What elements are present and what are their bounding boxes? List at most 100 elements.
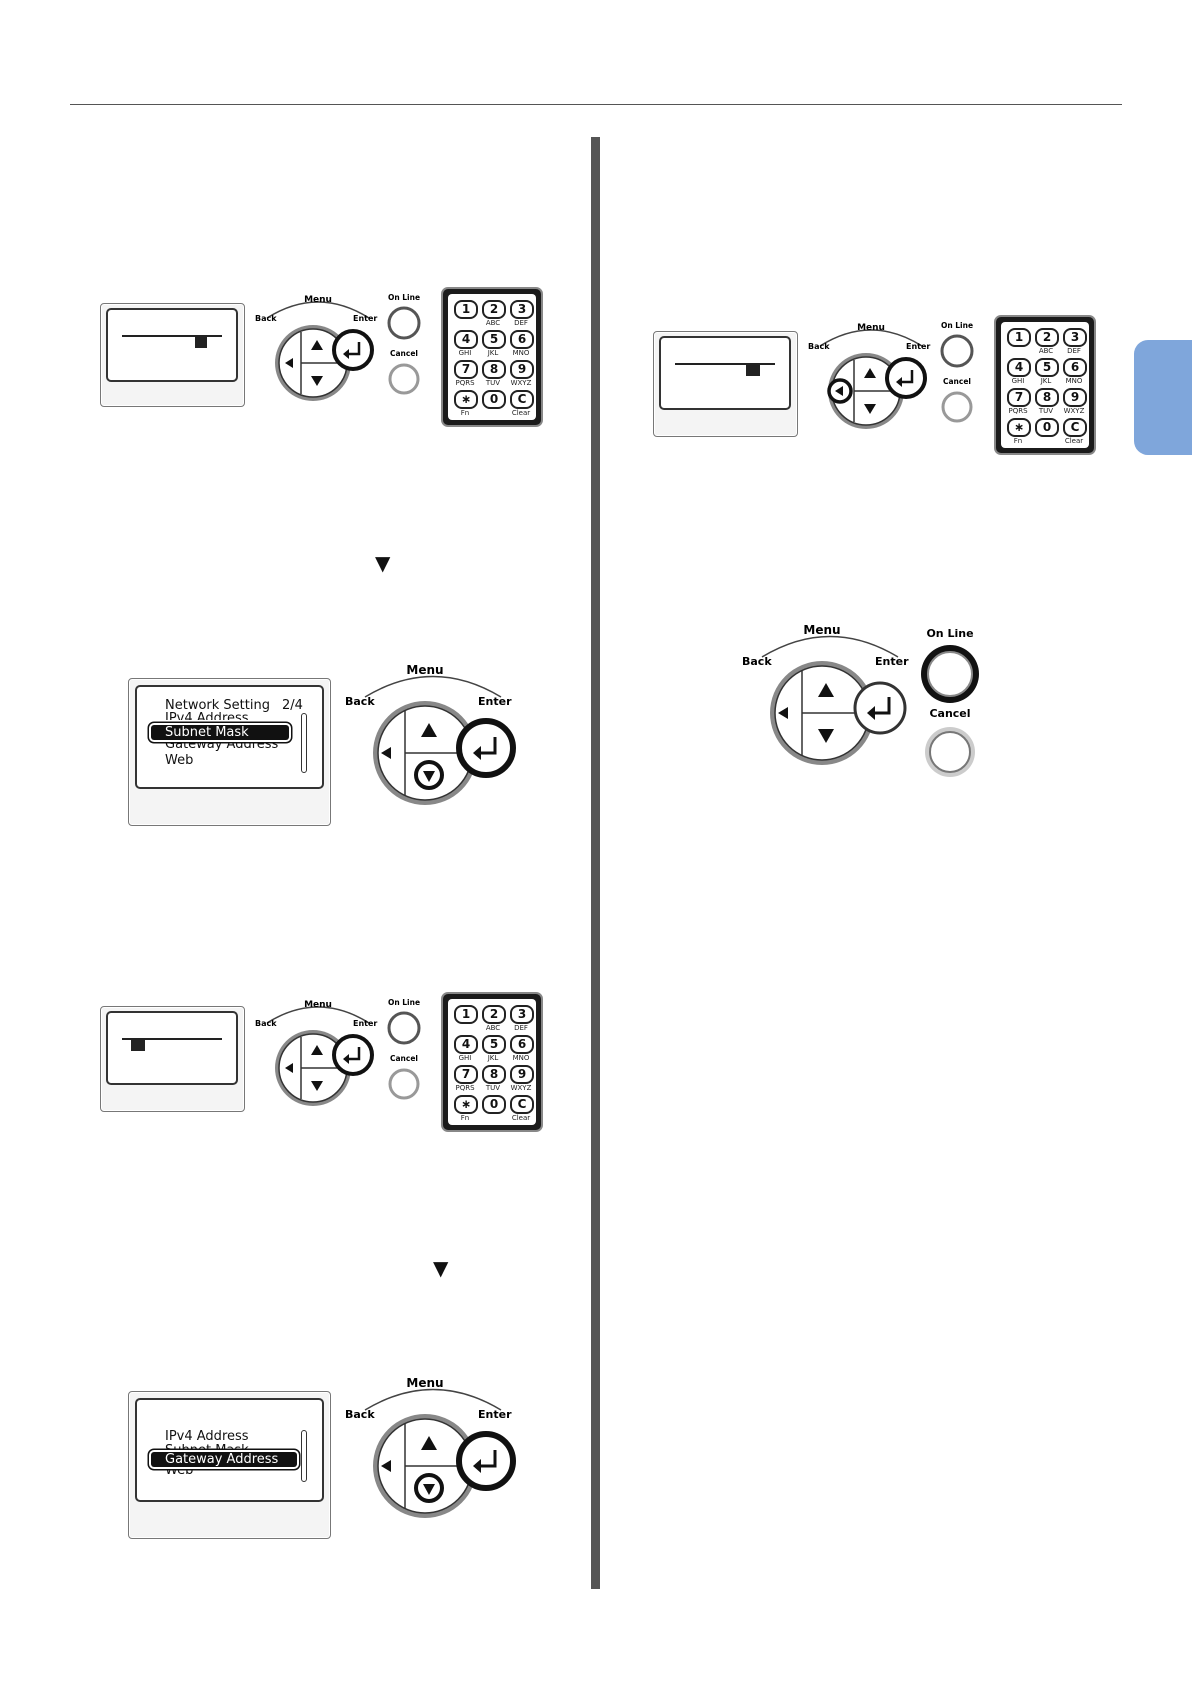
lcd-display xyxy=(100,303,245,407)
keypad-key[interactable]: 1 xyxy=(454,300,478,328)
control-dial-large: Menu Back Enter xyxy=(740,620,920,779)
svg-text:Back: Back xyxy=(345,1408,375,1421)
keypad-key-sublabel: Fn xyxy=(460,1114,470,1122)
keypad-key-sublabel: JKL xyxy=(1040,377,1052,385)
svg-text:Enter: Enter xyxy=(875,655,909,668)
back-label: Back xyxy=(345,695,375,708)
down-arrow-icon xyxy=(311,1081,323,1091)
online-button xyxy=(387,306,421,340)
keypad-key[interactable]: ∗Fn xyxy=(454,1095,478,1123)
lcd-display xyxy=(100,1006,245,1112)
online-cancel-buttons: On Line Cancel xyxy=(380,995,430,1109)
enter-button xyxy=(456,1431,516,1491)
svg-text:On Line: On Line xyxy=(926,627,973,640)
keypad-key-sublabel: ABC xyxy=(485,319,501,327)
back-label: Back xyxy=(255,314,277,323)
keypad-key-label: 9 xyxy=(510,360,534,379)
svg-text:Enter: Enter xyxy=(906,342,930,351)
keypad-key-label: 6 xyxy=(510,1035,534,1054)
scrollbar[interactable] xyxy=(301,713,307,773)
menu-item-selected[interactable]: Subnet Mask xyxy=(151,725,289,740)
control-dial-small: Menu Back Enter xyxy=(806,316,936,460)
keypad-key-label: 0 xyxy=(1035,418,1059,437)
keypad-key-label: 4 xyxy=(1007,358,1031,377)
enter-label: Enter xyxy=(353,314,377,323)
keypad-key[interactable]: 1 xyxy=(1007,328,1031,356)
keypad-key-label: 2 xyxy=(1035,328,1059,347)
down-arrow-icon: ▼ xyxy=(433,1256,449,1280)
keypad-key[interactable]: 1 xyxy=(454,1005,478,1033)
keypad-key-sublabel: TUV xyxy=(485,1084,501,1092)
keypad-key[interactable]: 0 xyxy=(1035,418,1059,446)
enter-button xyxy=(332,329,374,371)
keypad-key-sublabel: DEF xyxy=(514,319,528,327)
keypad-key-sublabel xyxy=(482,409,504,418)
enter-button xyxy=(332,1034,374,1076)
chapter-tab[interactable] xyxy=(1134,340,1192,455)
enter-button xyxy=(853,681,907,735)
enter-button xyxy=(456,718,516,778)
down-arrow-icon xyxy=(423,771,435,782)
up-arrow-icon xyxy=(818,683,834,697)
up-arrow-icon xyxy=(864,368,876,378)
keypad-key-label: 3 xyxy=(510,300,534,319)
keypad-key-sublabel: JKL xyxy=(487,349,499,357)
keypad-key-sublabel: PQRS xyxy=(1008,407,1028,415)
svg-text:Enter: Enter xyxy=(478,1408,512,1421)
lcd-display: IPv4 Address Subnet Mask Gateway Address… xyxy=(128,1391,331,1539)
keypad-key-label: 2 xyxy=(482,1005,506,1024)
keypad-key-sublabel: ABC xyxy=(1038,347,1054,355)
cancel-button xyxy=(941,391,973,423)
left-arrow-icon xyxy=(381,1460,391,1472)
svg-text:Menu: Menu xyxy=(406,1376,443,1390)
enter-button xyxy=(885,357,927,399)
keypad-key-label: 8 xyxy=(482,360,506,379)
keypad-key[interactable]: ∗Fn xyxy=(454,390,478,418)
keypad-key-sublabel xyxy=(454,319,476,328)
enter-label: Enter xyxy=(478,695,512,708)
keypad-key[interactable]: ∗Fn xyxy=(1007,418,1031,446)
keypad-key-sublabel: MNO xyxy=(1065,377,1083,385)
left-arrow-icon xyxy=(778,707,788,719)
menu-item-selected[interactable]: Gateway Address xyxy=(151,1452,297,1467)
lcd-display xyxy=(653,331,798,437)
online-button xyxy=(940,334,974,368)
up-arrow-icon xyxy=(421,723,437,737)
cancel-button xyxy=(388,363,420,395)
keypad-key[interactable]: 0 xyxy=(482,390,506,418)
scrollbar[interactable] xyxy=(301,1430,307,1482)
online-cancel-buttons-large: On Line Cancel xyxy=(915,625,985,784)
keypad-key-label: ∗ xyxy=(1007,418,1031,437)
up-arrow-icon xyxy=(311,1045,323,1055)
online-button xyxy=(387,1011,421,1045)
keypad-key[interactable]: 0 xyxy=(482,1095,506,1123)
